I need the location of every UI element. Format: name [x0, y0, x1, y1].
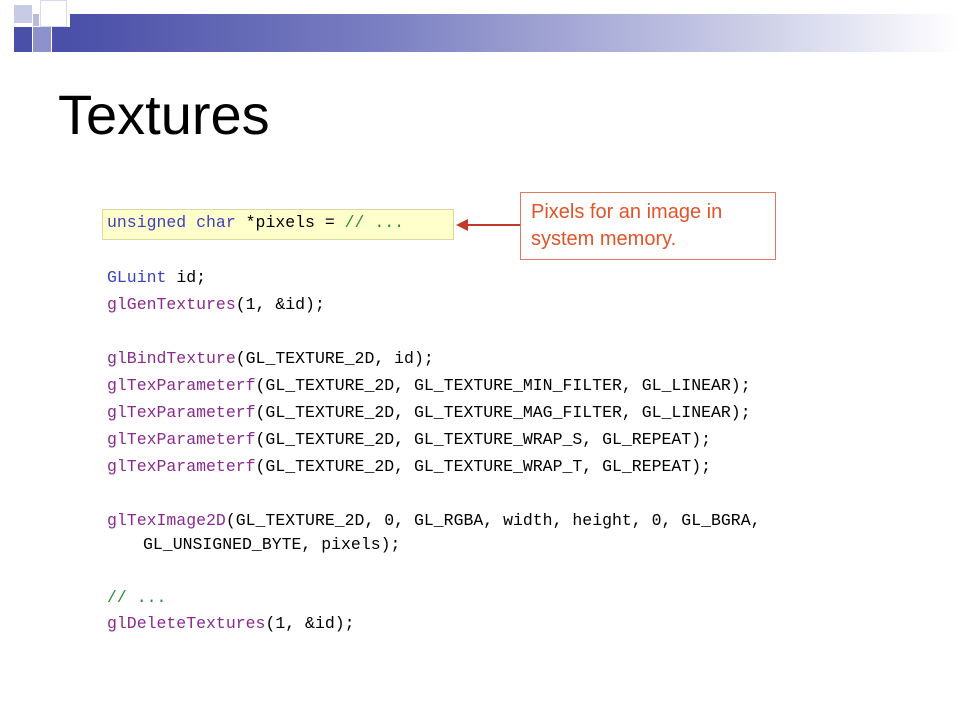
code-text: (GL_TEXTURE_2D, GL_TEXTURE_WRAP_S, GL_RE… — [255, 430, 712, 449]
code-line-gluint: GLuint id; — [107, 268, 206, 287]
decor-square — [52, 27, 70, 52]
code-line-bindtexture: glBindTexture(GL_TEXTURE_2D, id); — [107, 349, 434, 368]
code-function: glTexImage2D — [107, 511, 226, 530]
code-function: glTexParameterf — [107, 430, 256, 449]
code-keyword: GLuint — [107, 268, 167, 287]
decor-square — [33, 14, 39, 26]
code-text: (GL_TEXTURE_2D, id); — [235, 349, 434, 368]
code-text: (GL_TEXTURE_2D, GL_TEXTURE_WRAP_T, GL_RE… — [255, 457, 712, 476]
code-text: (GL_TEXTURE_2D, GL_TEXTURE_MIN_FILTER, G… — [255, 376, 751, 395]
code-text: *pixels = — [235, 213, 345, 232]
code-text: (GL_TEXTURE_2D, GL_TEXTURE_MAG_FILTER, G… — [255, 403, 751, 422]
callout-arrow-line — [466, 224, 520, 226]
code-text: (1, &id); — [265, 614, 355, 633]
code-line-teximage2d: glTexImage2D(GL_TEXTURE_2D, 0, GL_RGBA, … — [107, 511, 761, 530]
slide-title: Textures — [58, 83, 270, 146]
code-line-deletetextures: glDeleteTextures(1, &id); — [107, 614, 355, 633]
code-function: glTexParameterf — [107, 403, 256, 422]
code-text: (GL_TEXTURE_2D, 0, GL_RGBA, width, heigh… — [225, 511, 761, 530]
code-function: glTexParameterf — [107, 376, 256, 395]
code-text: id; — [166, 268, 207, 287]
callout-text: Pixels for an image in system memory. — [531, 201, 723, 250]
code-function: glBindTexture — [107, 349, 236, 368]
decor-square — [14, 5, 32, 23]
code-line-pixels: unsigned char *pixels = // ... — [107, 213, 404, 232]
code-line-texparam-mag: glTexParameterf(GL_TEXTURE_2D, GL_TEXTUR… — [107, 403, 751, 422]
decor-square — [33, 27, 51, 52]
code-text: GL_UNSIGNED_BYTE, pixels); — [143, 535, 401, 554]
code-comment: // ... — [107, 588, 167, 607]
code-line-texparam-wrap-t: glTexParameterf(GL_TEXTURE_2D, GL_TEXTUR… — [107, 457, 711, 476]
code-line-texparam-wrap-s: glTexParameterf(GL_TEXTURE_2D, GL_TEXTUR… — [107, 430, 711, 449]
code-keyword: unsigned char — [107, 213, 236, 232]
callout-box: Pixels for an image in system memory. — [520, 192, 776, 260]
code-line-teximage2d-cont: GL_UNSIGNED_BYTE, pixels); — [143, 535, 400, 554]
decor-square — [14, 27, 32, 52]
callout-arrow-head — [456, 219, 468, 231]
code-function: glDeleteTextures — [107, 614, 266, 633]
code-function: glTexParameterf — [107, 457, 256, 476]
code-line-comment: // ... — [107, 588, 166, 607]
code-function: glGenTextures — [107, 295, 236, 314]
header-gradient-bar — [70, 14, 960, 52]
code-line-texparam-min: glTexParameterf(GL_TEXTURE_2D, GL_TEXTUR… — [107, 376, 751, 395]
code-comment: // ... — [344, 213, 405, 232]
decor-square — [40, 0, 67, 27]
code-line-gentextures: glGenTextures(1, &id); — [107, 295, 325, 314]
code-text: (1, &id); — [235, 295, 325, 314]
code-highlight — [102, 209, 454, 240]
